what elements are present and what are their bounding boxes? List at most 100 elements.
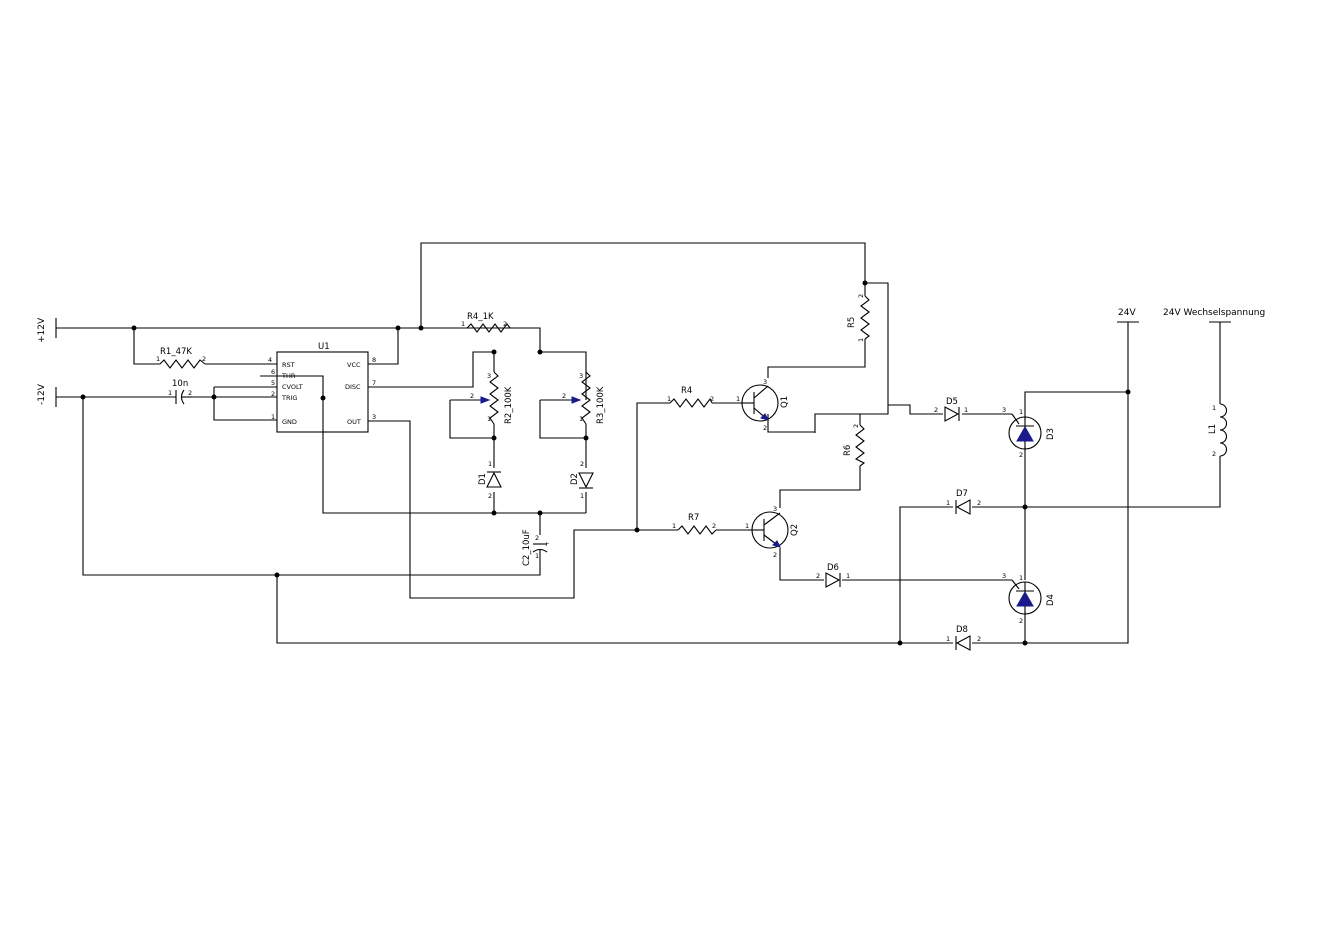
d7-pin1: 1 (946, 499, 950, 507)
u1-pin-rst: RST (282, 361, 295, 369)
u1-pin-thr: THR (281, 372, 296, 380)
r4b-resistor: R4 1 2 (667, 386, 714, 408)
u1-num-disc: 7 (372, 379, 376, 387)
u1-pin-disc: DISC (345, 383, 361, 391)
d4-pin3: 3 (1002, 572, 1006, 580)
d1-pin1: 1 (488, 460, 492, 468)
q1-label: Q1 (780, 396, 790, 408)
d5-diode: D5 2 1 (934, 397, 968, 422)
u1-ref: U1 (318, 342, 330, 352)
d5-label: D5 (946, 397, 958, 407)
r5-resistor: R5 2 1 (847, 294, 870, 342)
r3-potentiometer: R3_100K 3 2 1 (562, 371, 606, 425)
d3-pin3: 3 (1002, 406, 1006, 414)
r3-pin2: 2 (562, 392, 566, 400)
r4a-pin1: 1 (461, 320, 465, 328)
junctions (80, 280, 1131, 646)
v24-label: 24V (1118, 308, 1136, 318)
r4a-label: R4_1K (467, 312, 494, 322)
u1-pin-trig: TRIG (281, 394, 297, 402)
q1-pin2: 2 (763, 424, 767, 432)
q2-pin2: 2 (773, 551, 777, 559)
c1-capacitor: 10n 1 2 (168, 379, 192, 405)
d4-pin2: 2 (1019, 617, 1023, 625)
u1-ic: U1 RST THR CVOLT TRIG GND VCC DISC OUT 4… (268, 342, 376, 433)
r2-pin2: 2 (470, 392, 474, 400)
d1-pin2: 2 (488, 492, 492, 500)
r2-pin3: 3 (487, 372, 491, 380)
ac-terminal: 24V Wechselspannung (1163, 308, 1265, 323)
plus12-label: +12V (37, 317, 47, 343)
r5-pin2: 2 (857, 294, 865, 298)
r4b-pin2: 2 (710, 395, 714, 403)
d5-pin2: 2 (934, 406, 938, 414)
d7-diode: D7 1 2 (946, 489, 981, 515)
q2-transistor: Q2 1 3 2 (745, 505, 800, 559)
u1-pin-out: OUT (347, 418, 361, 426)
u1-num-cvolt: 5 (271, 379, 275, 387)
c1-label: 10n (172, 379, 188, 389)
wires (56, 242, 1221, 644)
minus12-label: -12V (37, 383, 47, 405)
u1-num-gnd: 1 (271, 413, 275, 421)
r2-potentiometer: R2_100K 3 2 1 (470, 371, 514, 425)
u1-num-out: 3 (372, 413, 376, 421)
u1-num-rst: 4 (268, 356, 272, 364)
plus12-terminal: +12V (37, 317, 57, 343)
r4a-pin2: 2 (503, 320, 507, 328)
c2-pin2: 2 (535, 534, 539, 542)
l1-pin1: 1 (1212, 404, 1216, 412)
minus12-terminal: -12V (37, 383, 57, 407)
r2-label: R2_100K (504, 386, 514, 424)
r1-pin1: 1 (156, 355, 160, 363)
c1-pin2: 2 (188, 389, 192, 397)
ac-label: 24V Wechselspannung (1163, 308, 1265, 318)
q2-pin1: 1 (745, 522, 749, 530)
r5-pin1: 1 (857, 338, 865, 342)
d4-label: D4 (1046, 594, 1056, 606)
r3-pin3: 3 (579, 372, 583, 380)
d7-label: D7 (956, 489, 968, 499)
r4a-resistor: R4_1K 1 2 (461, 312, 511, 333)
r4b-pin1: 1 (667, 395, 671, 403)
d2-diode: D2 2 1 (570, 460, 594, 500)
r7-pin1: 1 (672, 522, 676, 530)
u1-num-thr: 6 (271, 368, 275, 376)
d6-pin1: 1 (846, 572, 850, 580)
r6-resistor: R6 2 (843, 424, 866, 467)
q1-pin3: 3 (763, 378, 767, 386)
c2-label: C2_10uF (522, 529, 532, 566)
d7-pin2: 2 (977, 499, 981, 507)
d3-thyristor: D3 3 1 2 (1002, 406, 1056, 459)
r7-pin2: 2 (712, 522, 716, 530)
r7-label: R7 (688, 513, 699, 523)
u1-pin-vcc: VCC (347, 361, 361, 369)
r3-pin1: 1 (579, 415, 583, 423)
r5-label: R5 (847, 317, 857, 328)
d3-pin2: 2 (1019, 451, 1023, 459)
d5-pin1: 1 (964, 406, 968, 414)
d6-pin2: 2 (816, 572, 820, 580)
u1-num-trig: 2 (271, 390, 275, 398)
d8-diode: D8 1 2 (946, 625, 981, 651)
r2-pin1: 1 (487, 415, 491, 423)
q2-label: Q2 (790, 524, 800, 536)
d1-diode: D1 1 2 (478, 460, 502, 500)
d1-label: D1 (478, 473, 488, 485)
q1-pin1: 1 (736, 395, 740, 403)
l1-inductor: L1 1 2 (1208, 403, 1228, 458)
u1-pin-gnd: GND (282, 418, 297, 426)
c2-capacitor: C2_10uF + 2 1 (522, 529, 549, 566)
d3-pin1: 1 (1019, 408, 1023, 416)
d4-pin1: 1 (1019, 574, 1023, 582)
d2-pin2: 2 (580, 460, 584, 468)
l1-label: L1 (1208, 424, 1218, 434)
v24-terminal: 24V (1117, 308, 1139, 323)
c1-pin1: 1 (168, 389, 172, 397)
q1-transistor: Q1 1 3 2 (736, 378, 790, 432)
r1-resistor: R1_47K 1 2 (156, 347, 206, 369)
d8-label: D8 (956, 625, 968, 635)
r6-pin2: 2 (852, 424, 860, 428)
r1-label: R1_47K (160, 347, 192, 357)
